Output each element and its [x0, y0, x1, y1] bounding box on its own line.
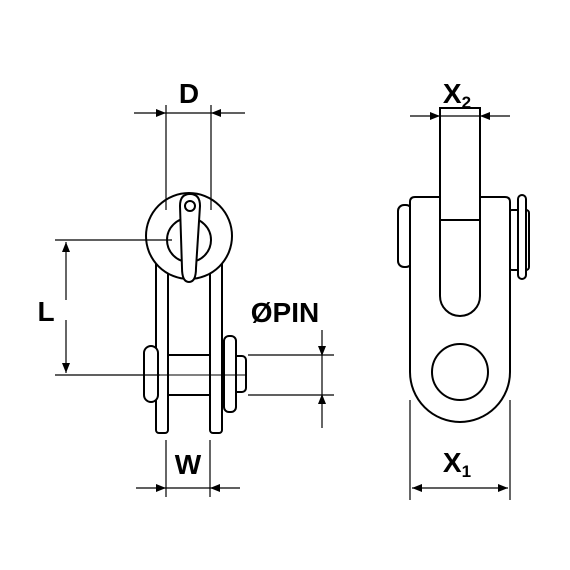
clevis-slot	[439, 219, 481, 317]
side-view	[143, 192, 247, 434]
label-w: W	[175, 449, 202, 480]
label-x1-sub: 1	[462, 462, 471, 481]
label-x1: X1	[443, 447, 471, 481]
label-x2-sub: 2	[462, 93, 471, 112]
cotter-ring	[184, 200, 196, 212]
dimension-x1	[409, 400, 511, 500]
bottom-pin-head	[143, 345, 159, 403]
dimension-pin	[248, 330, 334, 428]
pin-hole	[431, 343, 489, 401]
dimension-l	[55, 239, 172, 376]
label-x2: X2	[443, 78, 471, 112]
dimension-w	[136, 440, 240, 497]
label-d: D	[179, 78, 199, 109]
front-nut	[517, 194, 527, 280]
bottom-nut	[223, 335, 237, 413]
label-l: L	[37, 296, 54, 327]
dimension-d	[134, 105, 245, 210]
label-x2-main: X	[443, 78, 462, 109]
front-view	[397, 107, 530, 423]
front-neck	[439, 107, 481, 221]
label-x1-main: X	[443, 447, 462, 478]
top-cotter-pin	[178, 192, 202, 284]
label-pin: ØPIN	[251, 297, 319, 328]
